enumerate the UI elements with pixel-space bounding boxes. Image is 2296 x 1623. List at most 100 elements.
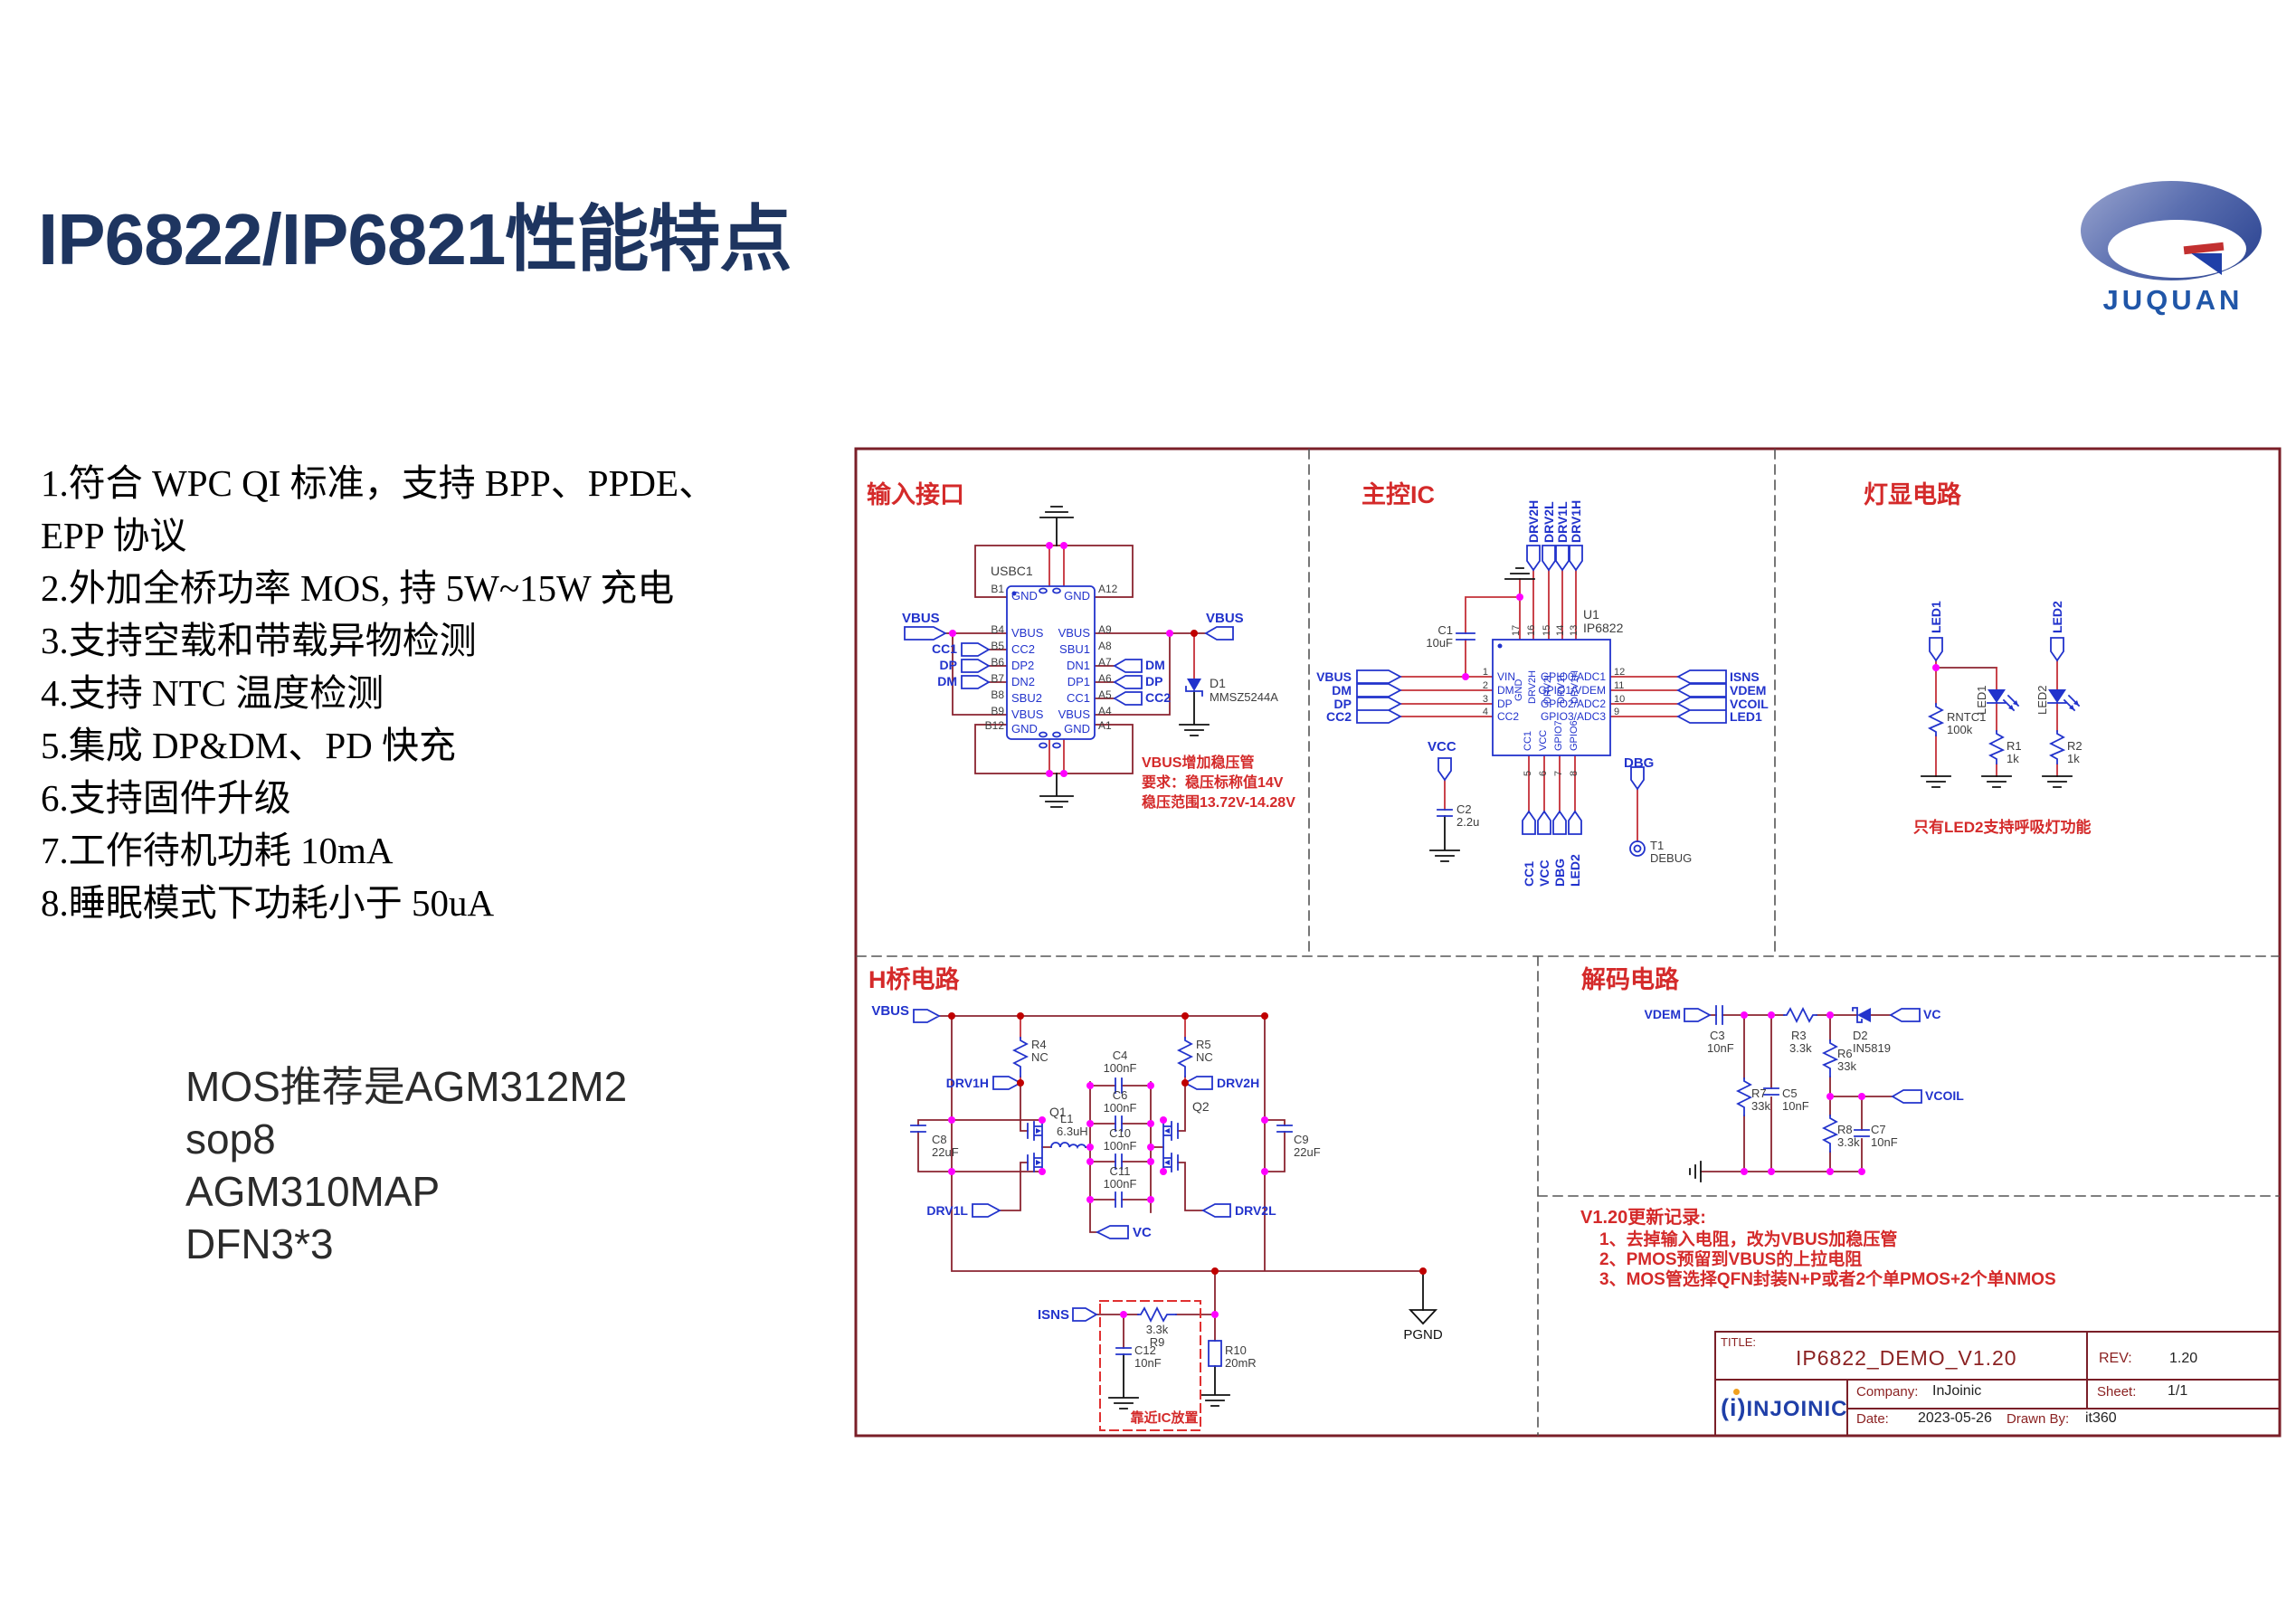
schematic-label: R5 [1196, 1038, 1211, 1051]
schematic-label: 3、MOS管选择QFN封装N+P或者2个单PMOS+2个单NMOS [1599, 1270, 2056, 1289]
schematic-label: DRV2L [1542, 671, 1553, 704]
schematic-label: DRV1H [1570, 669, 1580, 704]
schematic-label: 13 [1569, 624, 1580, 636]
schematic-label: C9 [1294, 1133, 1309, 1146]
schematic-label: 稳压范围13.72V-14.28V [1142, 795, 1295, 811]
injoinic-logo: (i)INJOINIC [1721, 1389, 1848, 1422]
schematic-label: VBUS [1058, 707, 1090, 721]
schematic-label: 10uF [1426, 636, 1453, 650]
schematic-label: GND [1011, 722, 1038, 736]
schematic-label: R2 [2067, 739, 2083, 753]
schematic-label: CC1 [1523, 730, 1533, 751]
schematic-label: GND [1064, 589, 1090, 603]
schematic-label: U1 [1583, 607, 1599, 622]
schematic-label: 3.3k [1789, 1041, 1812, 1055]
schematic-label: R1 [2007, 739, 2022, 753]
schematic-label: 22uF [932, 1145, 959, 1159]
schematic-label: R3 [1791, 1029, 1807, 1042]
mos-recommendation-note: MOS推荐是AGM312M2 sop8 AGM310MAP DFN3*3 [185, 1060, 627, 1270]
schematic-label: ISNS [1730, 669, 1760, 684]
juquan-logo-text: JUQUAN [2102, 284, 2244, 316]
schematic-label: C3 [1710, 1029, 1725, 1042]
schematic-label: C2 [1456, 802, 1472, 816]
schematic-label: VBUS增加稳压管 [1142, 755, 1255, 771]
feature-item: 4.支持 NTC 温度检测 [41, 672, 384, 714]
schematic-label: 33k [1837, 1059, 1856, 1073]
schematic-label: DRV2L [1542, 501, 1556, 543]
schematic-label: B7 [991, 672, 1004, 685]
titleblock-title: IP6822_DEMO_V1.20 [1796, 1346, 2017, 1370]
schematic-label: C12 [1134, 1343, 1156, 1357]
schematic-label: GND [1011, 589, 1038, 603]
feature-item: 1.符合 WPC QI 标准，支持 BPP、PPDE、 [41, 462, 716, 504]
schematic-label: C11 [1109, 1164, 1131, 1178]
schematic-label: CC1 [931, 641, 957, 656]
schematic-label: LED2 [2035, 685, 2049, 715]
schematic-label: A7 [1098, 656, 1112, 669]
schematic-label: 10nF [1707, 1041, 1734, 1055]
schematic-label: DBG [1552, 858, 1567, 887]
schematic-label: T1 [1650, 839, 1665, 852]
schematic-label: 17 [1511, 624, 1522, 636]
schematic-label: CC2 [1497, 710, 1520, 723]
schematic-label: B1 [991, 583, 1004, 595]
schematic-label: C4 [1112, 1049, 1128, 1062]
juquan-logo-swoosh-icon [2191, 253, 2222, 275]
schematic-label: DBG [1624, 755, 1655, 771]
schematic-label: DM [937, 674, 957, 688]
schematic-label: ISNS [1037, 1307, 1069, 1323]
schematic-label: VIN [1497, 670, 1516, 683]
schematic-label: VCC [1537, 859, 1551, 887]
schematic-label: CC2 [1325, 709, 1352, 724]
schematic-label: CC2 [1011, 642, 1036, 656]
titleblock-sheet-label: Sheet: [2097, 1384, 2137, 1400]
titleblock-sheet: 1/1 [2168, 1383, 2188, 1399]
schematic-label: 3.3k [1145, 1323, 1169, 1336]
junction-dots-red [948, 630, 1427, 1275]
schematic-label: GPIO6 [1569, 720, 1580, 751]
schematic-label: VC [1133, 1225, 1152, 1240]
schematic-label: B6 [991, 656, 1004, 669]
schematic-label: DN1 [1066, 659, 1090, 672]
schematic-label: 3 [1482, 694, 1488, 705]
schematic-label: 20mR [1225, 1356, 1257, 1370]
schematic-label: 15 [1542, 624, 1552, 636]
schematic-label: VCC [1428, 739, 1456, 755]
schematic-label: Q2 [1192, 1099, 1210, 1114]
schematic-label: DRV2H [1527, 669, 1538, 704]
schematic-label: 1k [2067, 752, 2080, 765]
schematic-label: 100nF [1103, 1139, 1137, 1153]
schematic-label: SBU1 [1059, 642, 1090, 656]
schematic-label: DP [1333, 697, 1352, 711]
mos-note-line: sop8 [185, 1115, 276, 1163]
feature-item: 7.工作待机功耗 10mA [41, 830, 394, 871]
schematic-label: 靠近IC放置 [1130, 1410, 1199, 1426]
schematic-label: 2.2u [1456, 815, 1480, 829]
schematic-label: 10 [1614, 694, 1626, 705]
schematic-label: GPIO7 [1553, 720, 1564, 751]
titleblock-drawnby-label: Drawn By: [2007, 1411, 2070, 1427]
schematic-label: 12 [1614, 667, 1626, 678]
schematic-label: R7 [1751, 1087, 1767, 1100]
schematic-label: VCOIL [1730, 697, 1769, 711]
page-title: IP6822/IP6821性能特点 [38, 199, 792, 280]
schematic-label: VBUS [902, 611, 940, 626]
schematic-label: DM [1145, 658, 1165, 672]
schematic-label: SBU2 [1011, 691, 1042, 705]
injoinic-logo-mark: (i) [1721, 1394, 1747, 1421]
schematic-label: A9 [1098, 623, 1112, 636]
schematic-label: 输入接口 [867, 481, 964, 508]
mos-note-line: DFN3*3 [185, 1220, 334, 1267]
schematic-label: DN2 [1011, 675, 1036, 688]
schematic-label: R4 [1031, 1038, 1047, 1051]
schematic-label: IN5819 [1853, 1041, 1891, 1055]
mos-note-line: MOS推荐是AGM312M2 [185, 1063, 628, 1110]
schematic-label: DRV2H [1217, 1076, 1260, 1090]
schematic-label: C1 [1437, 623, 1453, 637]
schematic-label: R10 [1225, 1343, 1247, 1357]
schematic-label: 主控IC [1361, 481, 1435, 508]
feature-item: 3.支持空载和带载异物检测 [41, 620, 477, 661]
schematic-label: 11 [1614, 680, 1625, 691]
